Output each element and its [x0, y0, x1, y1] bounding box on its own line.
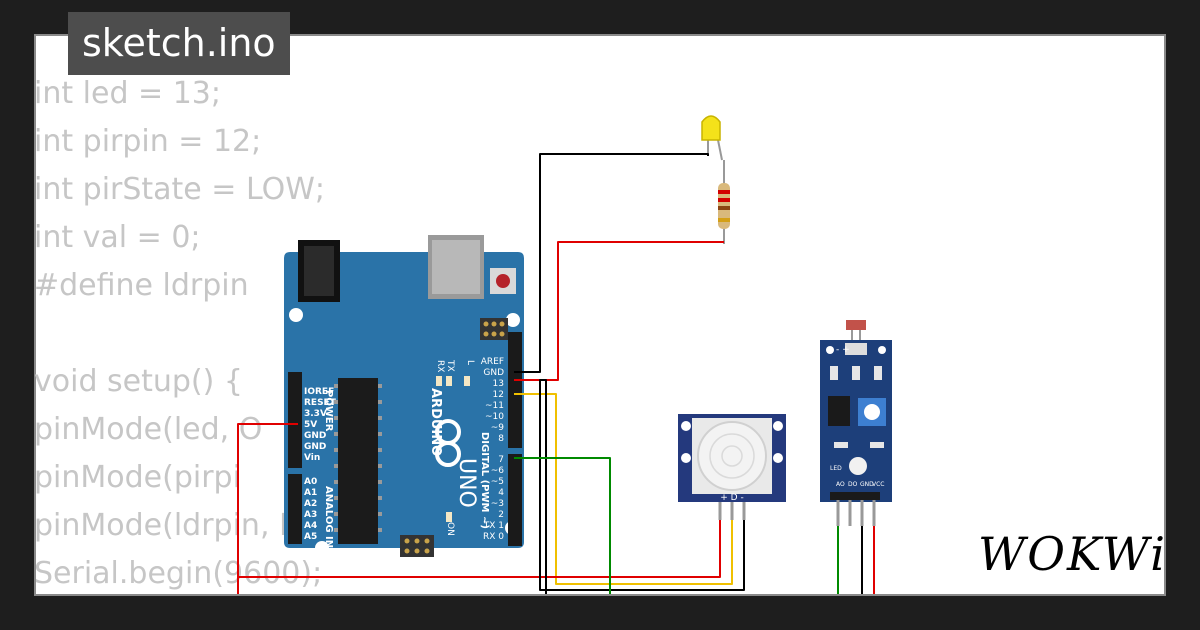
pin-label-vin: Vin: [304, 453, 320, 463]
l-label: L: [465, 360, 475, 365]
pin-label-ioref: IOREF: [304, 387, 334, 397]
pin-label-9: ~9: [491, 423, 505, 433]
file-tab[interactable]: sketch.ino: [68, 12, 290, 75]
pin-label-7: 7: [498, 455, 504, 465]
arduino-uno-board[interactable]: [284, 235, 524, 557]
canvas-card: [34, 34, 1166, 596]
ldr-pin-gnd: GND: [860, 481, 874, 488]
pin-label-10: ~10: [485, 412, 504, 422]
pin-label-reset: RESET: [304, 398, 337, 408]
pin-label-aref: AREF: [481, 357, 504, 367]
pin-label-2: 2: [498, 510, 504, 520]
pin-label-4: 4: [498, 488, 504, 498]
ldr-led-label: LED: [830, 465, 842, 472]
code-line: #define ldrpin: [34, 268, 249, 303]
ldr-sensor-module[interactable]: - + LED AO DO GND VCC: [820, 320, 892, 526]
code-line: pinMode(pirpi: [34, 460, 241, 495]
pin-label-3: ~3: [491, 499, 504, 509]
wire-red-5v-pir[interactable]: [237, 423, 298, 600]
pin-label-5: ~5: [491, 477, 504, 487]
ldr-pin-ao: AO: [836, 481, 845, 488]
pin-label-gnd: GND: [304, 442, 326, 452]
on-label: ON: [445, 522, 455, 536]
ldr-pin-vcc: VCC: [872, 481, 884, 488]
wire-black-pir-gnd[interactable]: [539, 379, 745, 600]
pin-label-3v3: 3.3V: [304, 409, 327, 419]
reset-button[interactable]: [496, 274, 510, 288]
pin-label-rx0: RX 0: [483, 532, 504, 542]
code-line: Serial.begin(9600);: [34, 556, 323, 591]
pin-label-11: ~11: [485, 401, 504, 411]
code-line: int pirpin = 12;: [34, 124, 262, 159]
pir-motion-sensor[interactable]: + D -: [678, 414, 786, 520]
pin-label-13: 13: [493, 379, 504, 389]
pin-label-a5: A5: [304, 532, 317, 542]
code-line: int val = 0;: [34, 220, 201, 255]
code-line: pinMode(led, O: [34, 412, 263, 447]
pin-label-tx1: TX 1: [483, 521, 504, 531]
code-line: void setup() {: [34, 364, 243, 399]
pin-label-5v: 5V: [304, 420, 317, 430]
pin-label-gnd: GND: [483, 368, 504, 378]
rx-label: RX: [435, 360, 445, 372]
pin-label-8: 8: [498, 434, 504, 444]
yellow-led[interactable]: [701, 115, 723, 161]
digital-label: DIGITAL (PWM ~): [479, 432, 490, 529]
pin-label-gnd: GND: [304, 431, 326, 441]
uno-label: UNO: [454, 458, 479, 508]
pir-pin-labels: + D -: [720, 493, 743, 503]
wokwi-logo: WOKWi: [978, 527, 1167, 581]
wire-yellow-pir-d[interactable]: [514, 393, 733, 585]
wire-red-pir-vcc[interactable]: [238, 520, 721, 578]
ldr-top-pins: - +: [836, 345, 850, 355]
tx-label: TX: [445, 359, 455, 372]
pin-label-12: 12: [493, 390, 504, 400]
code-line: int pirState = LOW;: [34, 172, 326, 207]
wire-red-resistor-13[interactable]: [514, 241, 724, 381]
resistor[interactable]: [718, 160, 730, 244]
ldr-pin-do: DO: [848, 481, 858, 488]
pin-label-a3: A3: [304, 510, 317, 520]
analog-label: ANALOG IN: [323, 486, 334, 548]
pin-label-a4: A4: [304, 521, 317, 531]
wire-green-d7[interactable]: [514, 457, 611, 600]
pin-label-a1: A1: [304, 488, 317, 498]
code-preview: int led = 13; int pirpin = 12; int pirSt…: [34, 70, 390, 598]
power-label: POWER: [323, 390, 334, 432]
pin-label-a0: A0: [304, 477, 317, 487]
wire-black-led-gnd[interactable]: [514, 153, 709, 373]
code-line: int led = 13;: [34, 76, 221, 111]
pin-label-6: ~6: [491, 466, 505, 476]
wires: [237, 153, 875, 600]
arduino-brand: ARDUINO: [428, 388, 443, 456]
pin-label-a2: A2: [304, 499, 317, 509]
